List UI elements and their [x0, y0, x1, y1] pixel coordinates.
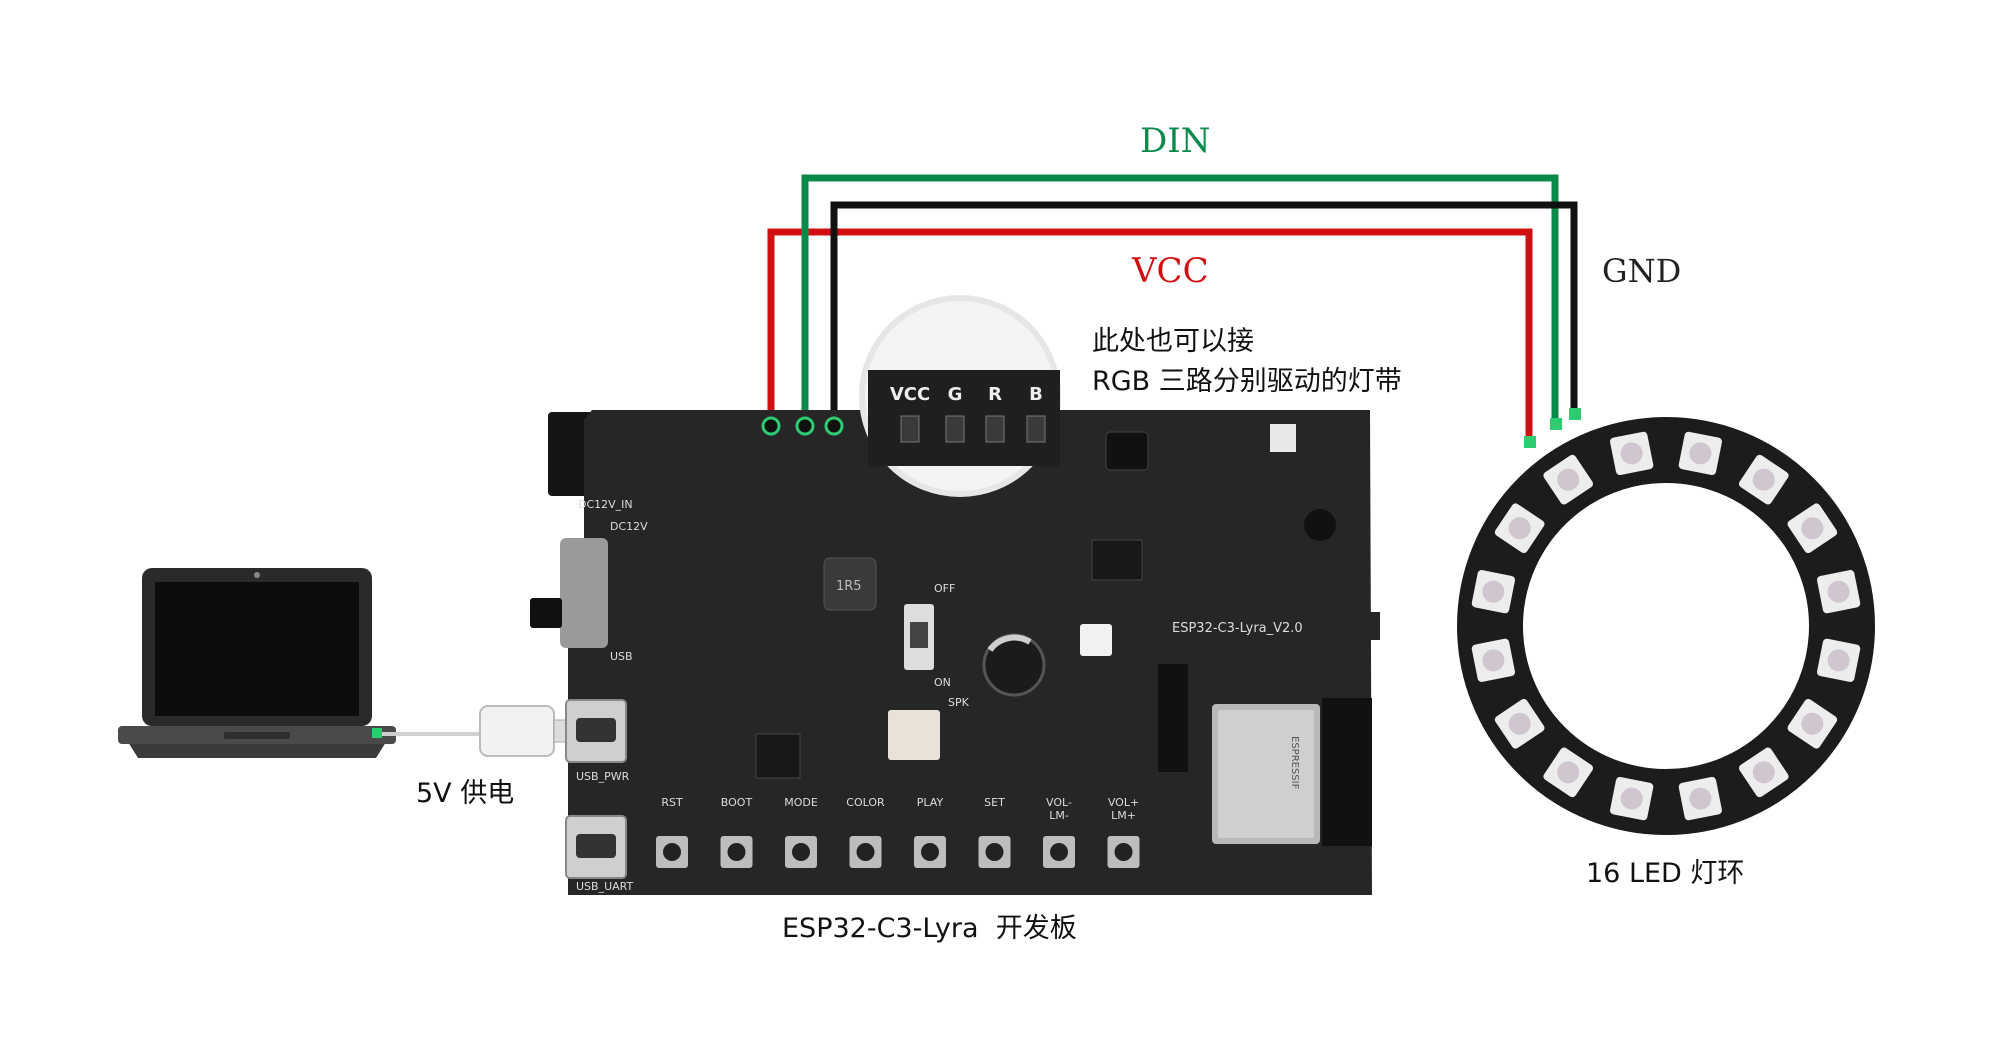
esp-module-label: ESPRESSIF: [1289, 736, 1300, 790]
usb-pwr-port-hole: [576, 718, 616, 742]
callout-pin-socket: [946, 416, 964, 442]
tactile-button-cap: [792, 843, 810, 861]
onoff-switch-knob: [910, 622, 928, 648]
pin-header-right: [1322, 698, 1372, 846]
ir-receiver: [1106, 432, 1148, 470]
ir-led: [1270, 424, 1296, 452]
header-pad-gnd: [826, 418, 842, 434]
callout-magnifier: VCC G R B: [862, 298, 1060, 494]
button-silk-label: PLAY: [917, 796, 944, 809]
silk-usb-uart: USB_UART: [576, 880, 633, 893]
callout-pin-label: G: [948, 384, 963, 405]
ring-led-die: [1482, 581, 1504, 603]
power-switch: [560, 538, 608, 648]
ring-pad-din: [1550, 418, 1562, 430]
laptop-screen: [155, 582, 359, 716]
power-label: 5V 供电: [416, 778, 514, 809]
tactile-button-cap: [663, 843, 681, 861]
ring-led-die: [1801, 517, 1823, 539]
inductor-marking: 1R5: [836, 579, 862, 594]
button-silk-label: LM+: [1111, 809, 1136, 822]
laptop: [118, 568, 396, 758]
callout-pin-socket: [901, 416, 919, 442]
led-ring: [1471, 408, 1861, 821]
ring-pcb: [1490, 450, 1842, 802]
ring-pad-vcc: [1524, 436, 1536, 448]
silk-on: ON: [934, 676, 951, 689]
silk-spk: SPK: [948, 696, 970, 709]
ring-led-die: [1801, 713, 1823, 735]
ring-led-die: [1828, 649, 1850, 671]
ring-led-die: [1753, 469, 1775, 491]
button-silk-label: BOOT: [721, 796, 753, 809]
pcb-notch: [1360, 612, 1380, 640]
callout-line1: 此处也可以接: [1092, 326, 1254, 357]
ring-led-die: [1557, 469, 1579, 491]
ring-led-die: [1753, 761, 1775, 783]
vcc-label: VCC: [1131, 251, 1209, 291]
codec-chip: [756, 734, 800, 778]
ring-led-die: [1828, 581, 1850, 603]
callout-line2: RGB 三路分别驱动的灯带: [1092, 366, 1402, 397]
button-silk-label: VOL-: [1046, 796, 1072, 809]
header-pad-din: [797, 418, 813, 434]
ring-led-die: [1621, 788, 1643, 810]
button-silk-label: COLOR: [846, 796, 885, 809]
callout-pin-socket: [1027, 416, 1045, 442]
silk-dc-in: DC12V_IN: [578, 498, 633, 511]
power-switch-knob: [530, 598, 562, 628]
board-caption: ESP32-C3-Lyra 开发板: [782, 913, 1077, 944]
tactile-button-cap: [921, 843, 939, 861]
ic-chip: [1092, 540, 1142, 580]
ring-led-die: [1509, 517, 1531, 539]
silk-usb: USB: [610, 650, 633, 663]
button-silk-label: VOL+: [1108, 796, 1139, 809]
laptop-usb-port: [372, 728, 382, 738]
ring-led-die: [1509, 713, 1531, 735]
ring-pad-gnd: [1569, 408, 1581, 420]
laptop-trackpad-notch: [224, 732, 290, 739]
usb-plug-body: [480, 706, 554, 756]
laptop-base: [128, 742, 386, 758]
ring-led-die: [1482, 649, 1504, 671]
header-pad-vcc: [763, 418, 779, 434]
callout-pin-label: R: [988, 384, 1002, 405]
button-silk-label: RST: [661, 796, 683, 809]
board-model: ESP32-C3-Lyra_V2.0: [1172, 621, 1303, 636]
gnd-label: GND: [1602, 252, 1681, 290]
button-silk-label: SET: [984, 796, 1005, 809]
ring-led-die: [1689, 442, 1711, 464]
microphone: [1304, 509, 1336, 541]
din-label: DIN: [1140, 121, 1210, 161]
callout-pin-label: B: [1029, 384, 1043, 405]
onboard-rgb-led: [1080, 624, 1112, 656]
ring-led-die: [1689, 788, 1711, 810]
ring-caption: 16 LED 灯环: [1586, 858, 1744, 889]
callout-pin-label: VCC: [890, 384, 930, 405]
laptop-camera: [254, 572, 260, 578]
tactile-button-cap: [1050, 843, 1068, 861]
tactile-button-cap: [986, 843, 1004, 861]
usb-uart-port-hole: [576, 834, 616, 858]
silk-off: OFF: [934, 582, 955, 595]
silk-usb-pwr: USB_PWR: [576, 770, 630, 783]
silk-dc12v: DC12V: [610, 520, 648, 533]
tactile-button-cap: [728, 843, 746, 861]
tactile-button-cap: [857, 843, 875, 861]
usb-cable: [382, 706, 574, 756]
tactile-button-cap: [1115, 843, 1133, 861]
callout-pin-socket: [986, 416, 1004, 442]
button-silk-label: MODE: [784, 796, 818, 809]
speaker-connector: [888, 710, 940, 760]
button-silk-label: LM-: [1049, 809, 1069, 822]
pin-header-mid: [1158, 664, 1188, 772]
ring-led-die: [1557, 761, 1579, 783]
ring-led-die: [1621, 442, 1643, 464]
